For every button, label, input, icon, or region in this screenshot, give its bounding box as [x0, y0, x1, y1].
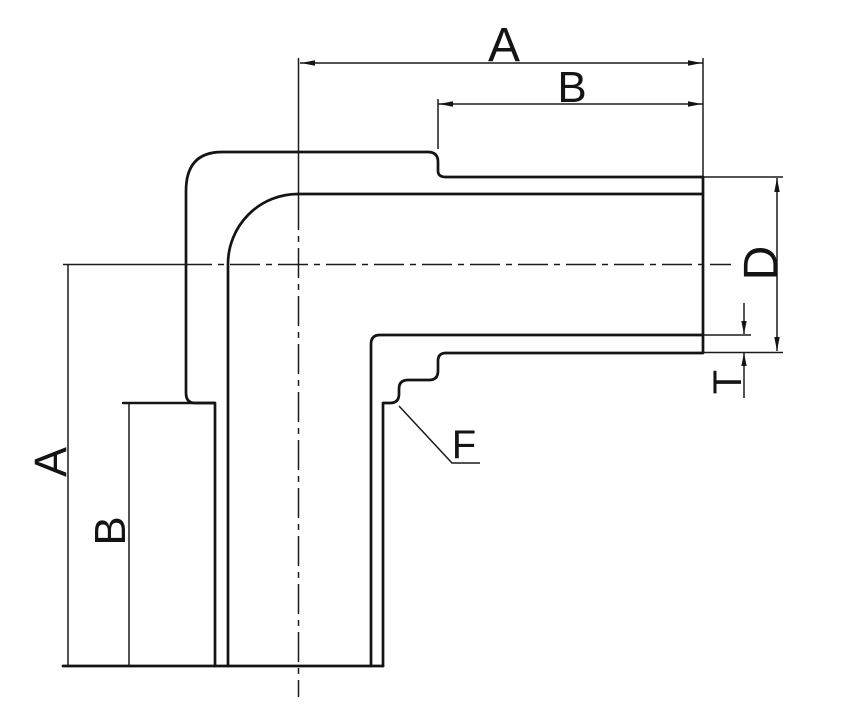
label-group: A B A B D T F [25, 19, 788, 546]
dim-label-b-top: B [557, 63, 586, 112]
dim-label-a-left: A [25, 447, 76, 477]
centerline-group [182, 200, 731, 697]
dimension-line-group [67, 62, 778, 666]
feature-label-f: F [452, 423, 476, 467]
arrowhead-group [301, 60, 780, 366]
bore-root-contour [226, 192, 705, 668]
extension-line-group [63, 58, 783, 354]
body-outer-contour [184, 150, 705, 668]
dim-label-a-top: A [488, 19, 520, 72]
arrowhead [774, 178, 780, 192]
arrowhead [439, 101, 453, 107]
dim-label-t-right: T [706, 370, 750, 394]
arrowhead [688, 101, 702, 107]
thread-runout-contour [381, 351, 705, 668]
arrowhead [688, 60, 702, 66]
arrowhead [741, 321, 747, 334]
arrowhead [774, 337, 780, 351]
dim-label-b-left: B [86, 516, 135, 545]
object-outline-group [61, 150, 705, 668]
arrowhead [301, 60, 315, 66]
arrowhead [741, 353, 747, 366]
leader-line-f [398, 405, 480, 464]
dim-label-d-right: D [735, 246, 788, 281]
inner-corner-contour [369, 333, 705, 668]
